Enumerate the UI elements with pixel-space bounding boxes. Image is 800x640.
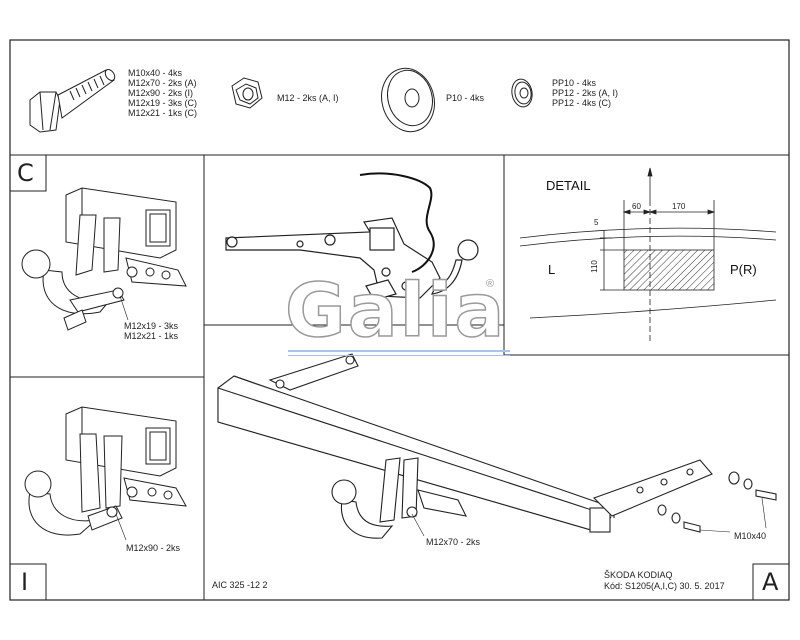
hand-sketch-line [359,172,435,273]
panel-c-drawing [21,187,187,331]
detail-left-label: L [548,262,556,277]
bolt-label: M12x90 - 2ks (I) [128,88,194,98]
bolt-label: M12x21 - 1ks (C) [128,108,198,118]
nut-label: M12 - 2ks (A, I) [277,93,339,103]
detail-dim-height: 110 [589,260,599,273]
panel-a-letter: A [762,568,779,596]
panel-c-bolt-label: M12x21 - 1ks [124,331,179,341]
kod-line: Kód: S1205(A,I,C) 30. 5. 2017 [604,581,725,591]
registered-mark: ® [486,278,495,290]
panel-c-bolt-label: M12x19 - 3ks [124,321,179,331]
washer-pp-list: PP10 - 4ks PP12 - 2ks (A, I) PP12 - 4ks … [552,78,618,108]
washer-pp-icon [511,78,533,108]
bracket-sketch [225,217,479,301]
detail-dim-left: 60 [632,202,641,211]
bolt-label: M12x70 - 2ks (A) [128,78,197,88]
watermark-underline [288,350,510,356]
bolt-icon [29,69,116,133]
panel-i-drawing [24,406,187,536]
panel-i-letter: I [21,568,29,596]
letter-box-i [9,563,47,601]
galia-watermark: Galia [284,267,507,355]
detail-dim-top: 5 [594,218,599,227]
panel-a-drawing [217,353,777,539]
panel-c-letter: C [17,159,34,187]
leader-lines [115,295,767,541]
detail-dim-right: 170 [672,202,686,211]
washer-p-icon [381,67,435,133]
panel-a-main-label: M12x70 - 2ks [426,537,481,547]
washer-pp-label: PP12 - 4ks (C) [552,98,612,108]
vehicle-name: ŠKODA KODIAQ [604,570,673,580]
washer-pp-label: PP12 - 2ks (A, I) [552,88,619,98]
bolt-list: M10x40 - 4ks M12x70 - 2ks (A) M12x90 - 2… [128,68,197,118]
bolt-label: M12x19 - 3ks (C) [128,98,198,108]
detail-right-label: P(R) [730,262,757,277]
letter-box-c [9,154,47,192]
detail-drawing [519,167,777,342]
bolt-label: M10x40 - 4ks [128,68,183,78]
nut-icon [231,77,263,109]
drawing-code: AIC 325 -12 2 [212,580,268,590]
panel-c-bolt-list: M12x19 - 3ks M12x21 - 1ks [124,321,178,341]
panel-a-side-label: M10x40 [734,531,767,541]
letter-box-a [752,563,790,601]
panel-i-bolt-label: M12x90 - 2ks [126,543,181,553]
outer-frame [9,39,790,601]
washer-p-label: P10 - 4ks [446,93,485,103]
washer-pp-label: PP10 - 4ks [552,78,597,88]
detail-title: DETAIL [546,178,591,193]
